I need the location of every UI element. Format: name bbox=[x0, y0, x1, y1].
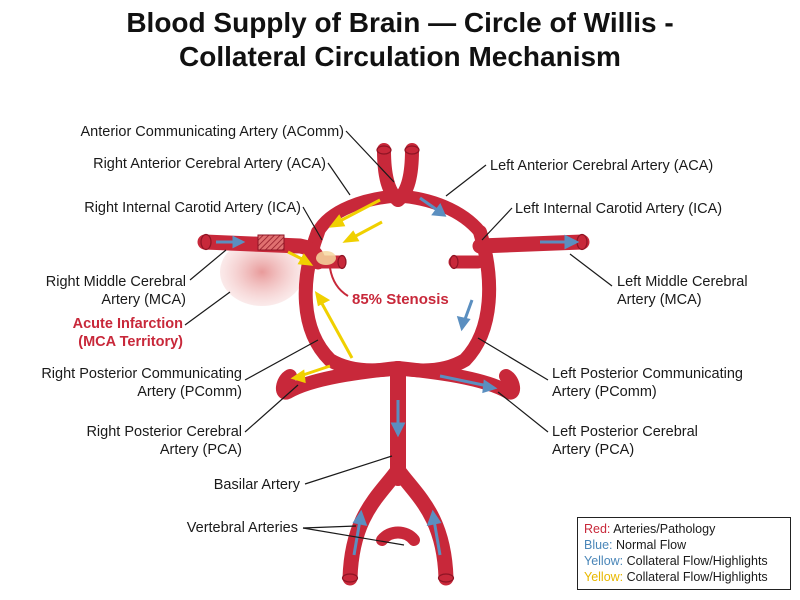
label-basilar: Basilar Artery bbox=[214, 477, 301, 493]
label-left-pcomm-1: Left Posterior Communicating bbox=[552, 366, 743, 382]
label-left-aca: Left Anterior Cerebral Artery (ACA) bbox=[490, 158, 713, 174]
left-labels: Anterior Communicating Artery (AComm) Ri… bbox=[41, 124, 344, 536]
vertebral-right bbox=[342, 462, 406, 586]
label-right-pca-1: Right Posterior Cerebral bbox=[86, 424, 242, 440]
normal-flow-arrows bbox=[216, 196, 580, 556]
legend-text-blue: Normal Flow bbox=[615, 538, 687, 552]
leader-lines bbox=[184, 130, 613, 546]
legend-box: Red: Arteries/Pathology Blue: Normal Flo… bbox=[577, 517, 791, 590]
label-infarct-2: (MCA Territory) bbox=[78, 334, 183, 350]
legend-text-red: Arteries/Pathology bbox=[613, 522, 716, 536]
legend-key-red: Red: bbox=[584, 522, 611, 536]
legend-key-yellow-2: Yellow: bbox=[584, 570, 624, 584]
label-right-mca-1: Right Middle Cerebral bbox=[46, 274, 186, 290]
label-stenosis: 85% Stenosis bbox=[352, 291, 449, 308]
legend-text-yellow-2: Collateral Flow/Highlights bbox=[626, 570, 768, 584]
label-vertebral: Vertebral Arteries bbox=[187, 520, 298, 536]
label-right-pcomm-2: Artery (PComm) bbox=[137, 384, 242, 400]
label-acomm: Anterior Communicating Artery (AComm) bbox=[81, 124, 345, 140]
label-right-mca-2: Artery (MCA) bbox=[101, 292, 186, 308]
label-right-pca-2: Artery (PCA) bbox=[160, 442, 242, 458]
collateral-flow-arrows bbox=[287, 198, 383, 384]
diagram-title-line-1: Blood Supply of Brain — Circle of Willis… bbox=[126, 7, 674, 38]
legend-text-yellow-1: Collateral Flow/Highlights bbox=[626, 554, 768, 568]
diagram-title-line-2: Collateral Circulation Mechanism bbox=[179, 41, 621, 72]
label-right-aca: Right Anterior Cerebral Artery (ACA) bbox=[93, 156, 326, 172]
label-infarct-1: Acute Infarction bbox=[73, 316, 183, 332]
legend-key-yellow-1: Yellow: bbox=[584, 554, 624, 568]
stenosis-pointer bbox=[329, 267, 349, 297]
infarct-zone bbox=[220, 238, 304, 306]
legend-key-blue: Blue: bbox=[584, 538, 613, 552]
vertebral-left bbox=[390, 462, 454, 586]
label-right-ica: Right Internal Carotid Artery (ICA) bbox=[84, 200, 301, 216]
vertebral-inner bbox=[376, 526, 420, 546]
label-left-mca-2: Artery (MCA) bbox=[617, 292, 702, 308]
label-right-pcomm-1: Right Posterior Communicating bbox=[41, 366, 242, 382]
artery-ends bbox=[200, 145, 588, 583]
stenosis-highlight bbox=[316, 251, 336, 265]
label-left-ica: Left Internal Carotid Artery (ICA) bbox=[515, 201, 722, 217]
stenosis-site bbox=[257, 234, 285, 251]
left-aca bbox=[391, 143, 419, 207]
left-pca bbox=[391, 361, 520, 400]
label-left-pca-1: Left Posterior Cerebral bbox=[552, 424, 698, 440]
legend-row-yellow-1: Yellow: Collateral Flow/Highlights bbox=[584, 553, 784, 569]
legend-row-blue: Blue: Normal Flow bbox=[584, 537, 784, 553]
right-labels: Left Anterior Cerebral Artery (ACA) Left… bbox=[490, 158, 748, 458]
label-left-mca-1: Left Middle Cerebral bbox=[617, 274, 748, 290]
label-left-pca-2: Artery (PCA) bbox=[552, 442, 634, 458]
legend-row-yellow-2: Yellow: Collateral Flow/Highlights bbox=[584, 569, 784, 585]
legend-row-red: Red: Arteries/Pathology bbox=[584, 521, 784, 537]
label-left-pcomm-2: Artery (PComm) bbox=[552, 384, 657, 400]
